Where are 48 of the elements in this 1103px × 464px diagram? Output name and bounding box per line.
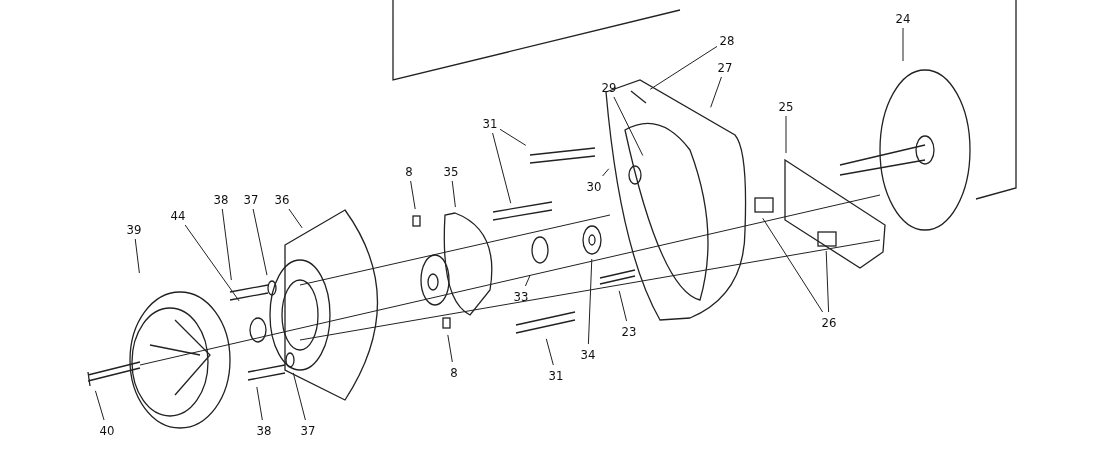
leader-line xyxy=(451,180,456,208)
leader-line xyxy=(649,45,718,90)
leader-line xyxy=(410,180,416,210)
callout-number: 8 xyxy=(405,163,413,179)
leader-line xyxy=(524,275,531,287)
leader-line xyxy=(134,238,140,274)
callout-number: 29 xyxy=(601,79,617,95)
leader-line xyxy=(492,132,512,204)
callout-number: 28 xyxy=(719,32,735,48)
callout-number: 31 xyxy=(548,367,564,383)
callout-number: 44 xyxy=(170,207,186,223)
callout-number: 40 xyxy=(99,422,115,438)
callout-number: 27 xyxy=(717,59,733,75)
leader-line xyxy=(94,390,105,421)
callout-number: 23 xyxy=(621,323,637,339)
leader-line xyxy=(252,208,268,276)
leader-line xyxy=(613,96,644,156)
leader-line xyxy=(256,386,263,421)
leader-line xyxy=(602,168,610,177)
callout-number: 39 xyxy=(126,221,142,237)
leader-line xyxy=(587,258,593,345)
callout-number: 37 xyxy=(243,191,259,207)
leader-line xyxy=(221,208,232,281)
leader-line xyxy=(447,334,453,363)
leader-line xyxy=(618,290,628,322)
leader-line xyxy=(499,128,527,146)
leader-line xyxy=(785,115,787,154)
callout-number: 31 xyxy=(482,115,498,131)
callout-number: 35 xyxy=(443,163,459,179)
callout-number: 30 xyxy=(586,178,602,194)
callout-number: 34 xyxy=(580,346,596,362)
callout-number: 33 xyxy=(513,288,529,304)
callout-number: 24 xyxy=(895,10,911,26)
leader-line xyxy=(288,208,303,229)
leader-line xyxy=(825,250,830,313)
callout-number: 36 xyxy=(274,191,290,207)
callout-number: 38 xyxy=(213,191,229,207)
callout-number: 25 xyxy=(778,98,794,114)
callout-number: 8 xyxy=(450,364,458,380)
leader-line xyxy=(710,76,722,108)
leader-line xyxy=(184,224,240,302)
callout-number: 38 xyxy=(256,422,272,438)
leader-line xyxy=(292,372,306,421)
leader-line xyxy=(545,338,554,366)
callout-number: 26 xyxy=(821,314,837,330)
leader-line xyxy=(762,217,824,313)
callout-number: 37 xyxy=(300,422,316,438)
leader-line xyxy=(902,27,904,62)
